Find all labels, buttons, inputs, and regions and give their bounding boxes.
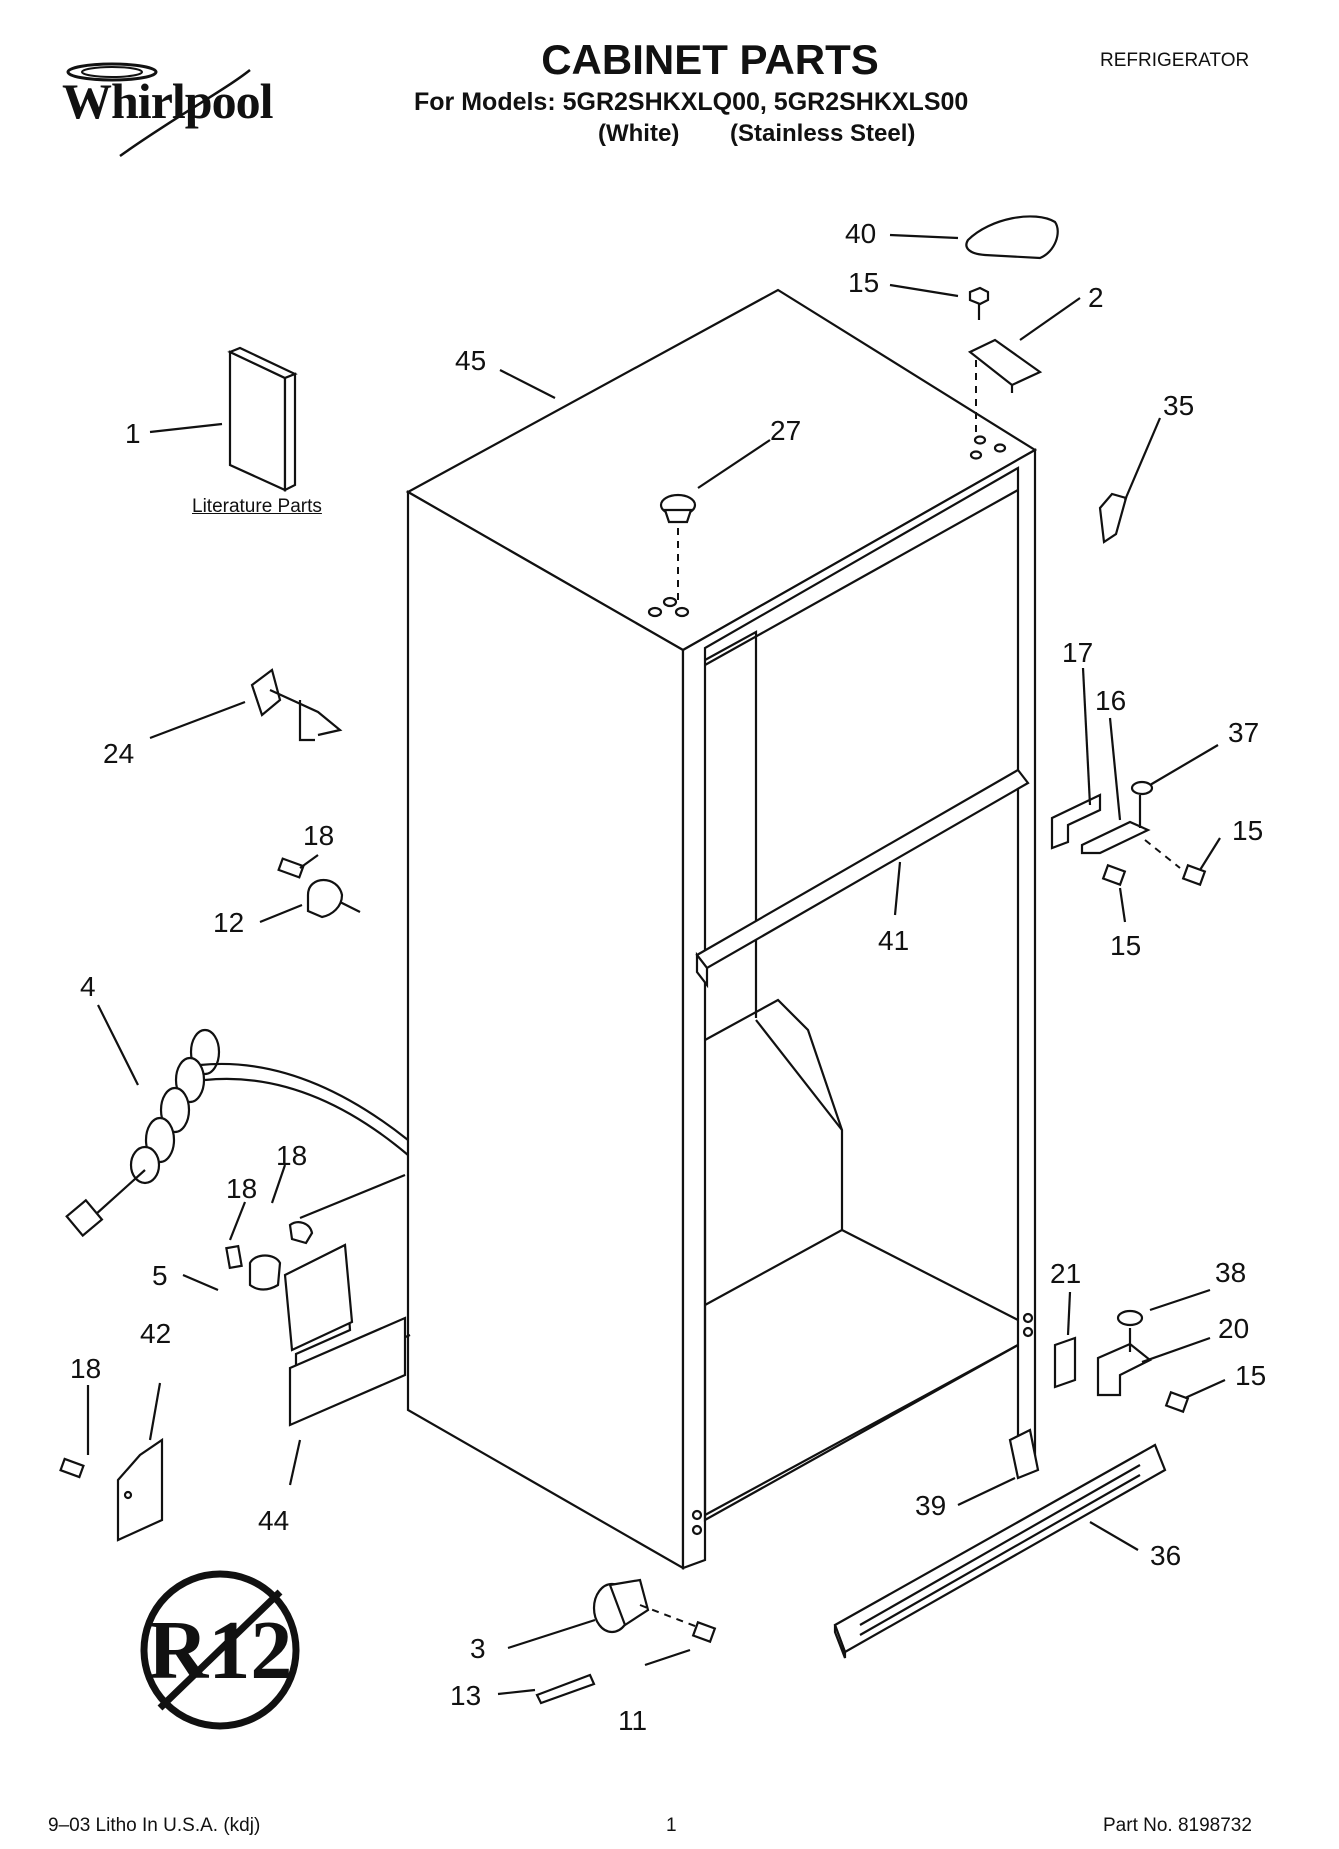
part-12-clamp — [277, 857, 361, 919]
models-line: For Models: 5GR2SHKXLQ00, 5GR2SHKXLS00 — [414, 88, 969, 116]
page-title: CABINET PARTS — [541, 36, 879, 83]
appliance-type: REFRIGERATOR — [1100, 50, 1250, 71]
footer-part-number: Part No. 8198732 — [1103, 1815, 1252, 1836]
callout-39: 39 — [915, 1490, 946, 1521]
callout-40: 40 — [845, 218, 876, 249]
variant-stainless: (Stainless Steel) — [730, 120, 916, 147]
part-3-roller — [535, 1578, 717, 1705]
logo-swirl-icon — [66, 62, 251, 158]
callout-17: 17 — [1062, 637, 1093, 668]
callout-45: 45 — [455, 345, 486, 376]
center-hinge-assembly — [1050, 780, 1207, 887]
callout-41: 41 — [878, 925, 909, 956]
part-5-clamp — [225, 1221, 314, 1291]
callout-35: 35 — [1163, 390, 1194, 421]
callout-16: 16 — [1095, 685, 1126, 716]
callout-11: 11 — [618, 1705, 647, 1736]
callout-18: 18 — [303, 820, 334, 851]
footer-page-number: 1 — [666, 1815, 677, 1836]
callout-44: 44 — [258, 1505, 289, 1536]
part-42-cover — [59, 1437, 164, 1542]
no-r12-badge-icon: R12 — [140, 1570, 300, 1730]
callout-3: 3 — [470, 1633, 486, 1664]
callout-27: 27 — [770, 415, 801, 446]
part-24-pin — [250, 668, 343, 742]
callout-24: 24 — [103, 738, 134, 769]
callout-18c: 18 — [226, 1173, 257, 1204]
callout-2: 2 — [1088, 282, 1104, 313]
callout-labels: 40 15 2 45 27 35 1 17 16 37 15 24 41 15 … — [70, 218, 1266, 1736]
part-2-hinge-bracket — [967, 286, 1043, 432]
callout-42: 42 — [140, 1318, 171, 1349]
callout-leaders — [86, 233, 1226, 1696]
brand-name: Whirlpool — [62, 73, 273, 129]
callout-13: 13 — [450, 1680, 481, 1711]
callout-4: 4 — [80, 971, 96, 1002]
part-36-toe-grille — [833, 1443, 1167, 1659]
callout-15c: 15 — [1110, 930, 1141, 961]
part-27-plug — [659, 493, 697, 600]
footer-litho: 9–03 Litho In U.S.A. (kdj) — [48, 1815, 261, 1836]
callout-15: 15 — [848, 267, 879, 298]
callout-38: 38 — [1215, 1257, 1246, 1288]
callout-36: 36 — [1150, 1540, 1181, 1571]
callout-18b: 18 — [276, 1140, 307, 1171]
whirlpool-logo — [50, 50, 290, 170]
callout-15d: 15 — [1235, 1360, 1266, 1391]
part-39-clip — [1008, 1428, 1040, 1480]
callout-21: 21 — [1050, 1258, 1081, 1289]
badge-text: R12 — [148, 1604, 293, 1697]
literature-parts-label: Literature Parts — [192, 496, 322, 517]
part-35-hinge-cover — [1098, 492, 1128, 544]
callout-1: 1 — [125, 418, 141, 449]
callout-15b: 15 — [1232, 815, 1263, 846]
literature-booklet — [227, 346, 298, 492]
part-44-wire-cover — [283, 1173, 411, 1427]
callout-12: 12 — [213, 907, 244, 938]
callout-18d: 18 — [70, 1353, 101, 1384]
variant-white: (White) — [598, 120, 680, 147]
callout-5: 5 — [152, 1260, 168, 1291]
part-4-power-cord — [65, 1028, 409, 1238]
callout-37: 37 — [1228, 717, 1259, 748]
lower-hinge-assembly — [1053, 1309, 1190, 1414]
part-40-cap — [965, 215, 1059, 260]
cabinet-shell — [405, 288, 1038, 1570]
callout-20: 20 — [1218, 1313, 1249, 1344]
